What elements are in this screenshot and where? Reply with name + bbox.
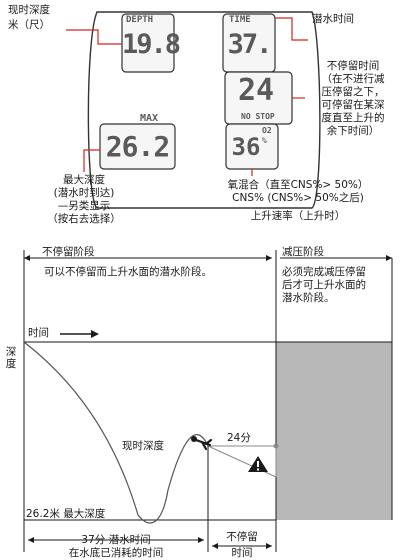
time-tag: TIME bbox=[229, 15, 251, 25]
max-depth-label: 26.2米 最大深度 bbox=[26, 508, 106, 520]
max-label-1: 最大深度 bbox=[63, 174, 105, 186]
nostop-label-5: 度直至上升的 bbox=[321, 112, 385, 124]
deco-phase-desc-2: 后才可上升水面的 bbox=[282, 279, 366, 291]
deco-phase-title: 减压阶段 bbox=[282, 246, 324, 258]
max-window bbox=[99, 123, 176, 170]
current-depth-marker-label: 现时深度 bbox=[122, 440, 164, 452]
nostop-time-bottom-1: 不停留 bbox=[226, 531, 258, 543]
nostop-phase-desc: 可以不停留而上升水面的潜水阶段。 bbox=[44, 266, 212, 278]
dive-profile bbox=[23, 250, 393, 552]
depth-window bbox=[121, 13, 175, 73]
o2-label-1: 氧混合（直至CNS%> 50%） bbox=[227, 179, 369, 191]
time-value: 37. bbox=[227, 29, 273, 60]
depth-axis-label: 深度 bbox=[5, 346, 17, 370]
nostop-time-bottom-2: 时间 bbox=[231, 547, 253, 559]
deco-phase-desc-3: 潜水阶段。 bbox=[282, 292, 335, 304]
o2-value: 36 bbox=[231, 133, 261, 161]
dive-computer bbox=[66, 11, 321, 209]
o2-unit: O2 % bbox=[262, 126, 272, 145]
ndl-marker-label: 24分 bbox=[227, 432, 251, 444]
depth-value: 19.8 bbox=[122, 29, 181, 60]
max-tag: MAX bbox=[140, 113, 159, 124]
max-pointer bbox=[83, 149, 100, 172]
ascent-rate-label: 上升速率（上升时） bbox=[250, 210, 346, 222]
time-pointer bbox=[275, 17, 308, 41]
time-axis-label: 时间 bbox=[28, 327, 49, 339]
depth-pointer bbox=[66, 29, 122, 45]
nostop-tag: NO STOP bbox=[241, 112, 275, 121]
deco-phase-desc-1: 必须完成减压停留 bbox=[282, 266, 366, 278]
nostop-label-4: 可停留在某深 bbox=[321, 99, 385, 111]
dive-time-bottom-2: 在水底已消耗的时间 bbox=[68, 547, 164, 559]
o2-label-2: CNS% (CNS%> 50%之后) bbox=[232, 192, 364, 204]
deco-zone bbox=[276, 342, 392, 520]
nostop-phase-title: 不停留阶段 bbox=[42, 246, 95, 258]
dive-time-label: 潜水时间 bbox=[312, 13, 354, 25]
diver-icon bbox=[191, 436, 213, 451]
nostop-label-3: 压停留之下， bbox=[321, 86, 385, 98]
warning-triangle-frame bbox=[208, 445, 277, 477]
warning-icon bbox=[248, 456, 268, 472]
nostop-label-1: 不停留时间 bbox=[326, 60, 380, 72]
max-label-2: (潜水时到达) bbox=[53, 187, 115, 199]
current-depth-label-1: 现时深度 bbox=[8, 4, 50, 16]
nostop-label-6: 余下时间） bbox=[326, 125, 380, 137]
current-depth-label-2: 米（尺） bbox=[8, 19, 50, 31]
max-label-4: （按右去选择） bbox=[47, 213, 121, 225]
max-value: 26.2 bbox=[105, 130, 170, 163]
nostop-value: 24 bbox=[237, 73, 275, 108]
max-label-3: —另类显示 bbox=[57, 200, 111, 212]
dive-time-bottom-1: 37分 潜水时间 bbox=[81, 534, 151, 546]
depth-tag: DEPTH bbox=[126, 15, 154, 25]
dive-profile-curve bbox=[23, 341, 209, 524]
nostop-label-2: （在不进行减 bbox=[321, 73, 385, 85]
